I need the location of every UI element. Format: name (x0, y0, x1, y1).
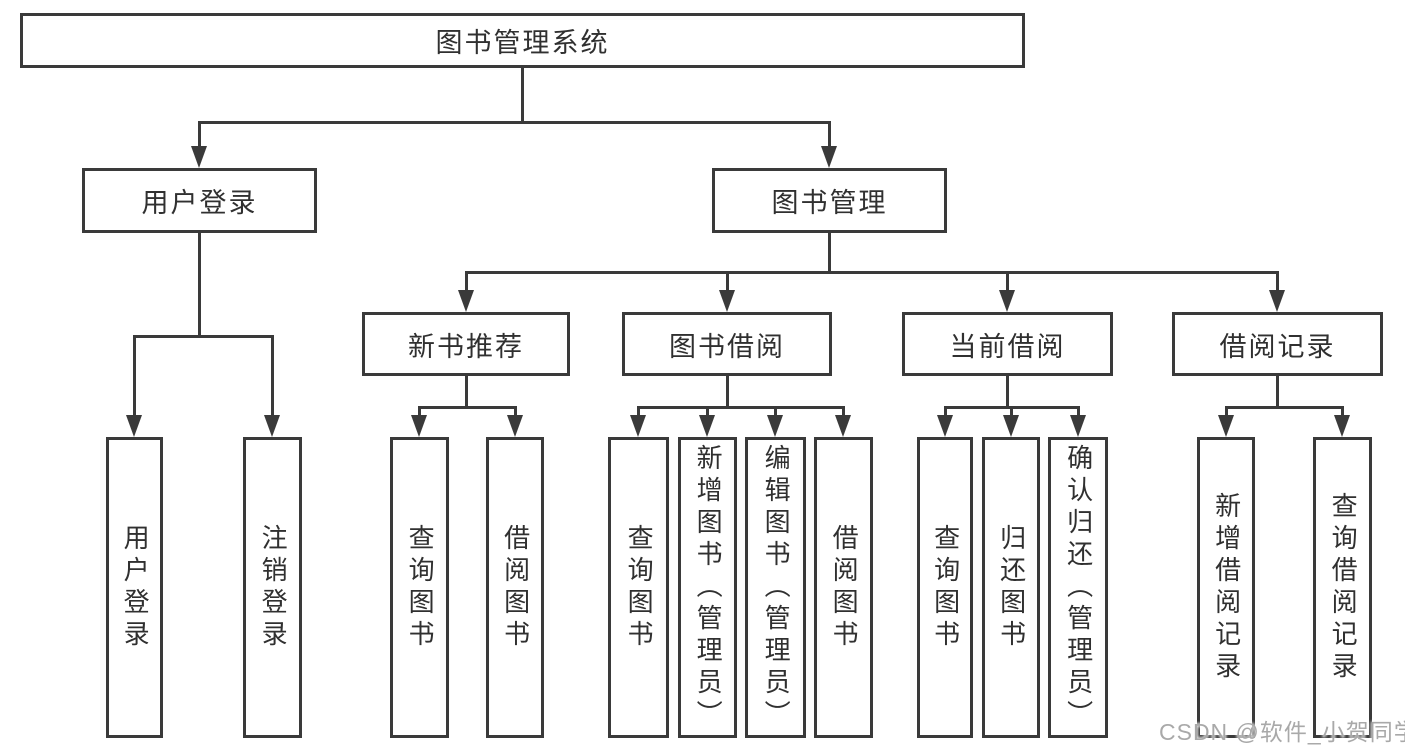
leaf-query-books-borrow-label: 查询图书 (624, 523, 655, 652)
node-current-borrow: 当前借阅 (902, 312, 1113, 376)
arrow-into-leaf-logout (264, 415, 280, 437)
arrow-into-confirm-return-admin (1070, 415, 1086, 437)
arrow-into-current-borrow (999, 290, 1015, 312)
edge-new-book-recommend-branch (418, 406, 517, 409)
leaf-add-borrow-record-label: 新增借阅记录 (1211, 491, 1242, 684)
arrow-into-user-login (191, 146, 207, 168)
node-current-borrow-label: 当前借阅 (949, 331, 1066, 362)
node-new-book-recommend: 新书推荐 (362, 312, 570, 376)
leaf-query-borrow-record-label: 查询借阅记录 (1328, 491, 1359, 684)
arrow-into-borrow-books (835, 415, 851, 437)
arrow-into-book-borrow (719, 290, 735, 312)
arrow-into-add-borrow-record (1218, 415, 1234, 437)
node-new-book-recommend-label: 新书推荐 (408, 331, 524, 362)
leaf-borrow-books-recommend: 借阅图书 (486, 437, 544, 738)
edge-book-management-branch (465, 271, 1279, 274)
edge-drop-leaf-logout (271, 335, 274, 417)
leaf-user-login: 用户登录 (106, 437, 163, 738)
edge-drop-current-borrow (1006, 271, 1009, 293)
arrow-into-leaf-user-login (126, 415, 142, 437)
arrow-into-edit-book-admin (767, 415, 783, 437)
node-book-management-label: 图书管理 (771, 188, 888, 218)
leaf-confirm-return-admin-label: 确认归还（管理员） (1063, 443, 1094, 732)
leaf-query-books-recommend-label: 查询图书 (405, 523, 436, 652)
edge-drop-return-book (1010, 406, 1013, 417)
node-book-borrow-label: 图书借阅 (669, 331, 785, 362)
leaf-logout-label: 注销登录 (258, 523, 289, 652)
edge-new-book-recommend-trunk (465, 376, 468, 409)
edge-drop-leaf-user-login (133, 335, 136, 417)
node-borrow-records-label: 借阅记录 (1219, 331, 1336, 362)
edge-drop-edit-book-admin (774, 406, 777, 417)
edge-user-login-trunk (198, 233, 201, 338)
leaf-return-book-label: 归还图书 (996, 523, 1027, 652)
edge-drop-query-books-current (944, 406, 947, 417)
edge-drop-add-borrow-record (1225, 406, 1228, 417)
arrow-into-book-management (821, 146, 837, 168)
edge-drop-borrow-books (842, 406, 845, 417)
arrow-into-new-book-recommend (458, 290, 474, 312)
node-library-management-system-label: 图书管理系统 (435, 28, 610, 58)
arrow-into-query-books-recommend (411, 415, 427, 437)
arrow-into-query-borrow-record (1334, 415, 1350, 437)
edge-drop-add-book-admin (706, 406, 709, 417)
edge-drop-book-borrow (726, 271, 729, 293)
edge-borrow-records-branch (1225, 406, 1344, 409)
edge-drop-borrow-records (1276, 271, 1279, 293)
watermark: CSDN @软件_小贺同学 (1159, 719, 1405, 745)
edge-drop-query-books-recommend (418, 406, 421, 417)
arrow-into-borrow-records (1269, 290, 1285, 312)
leaf-user-login-label: 用户登录 (120, 523, 151, 652)
leaf-add-book-admin: 新增图书（管理员） (678, 437, 737, 738)
edge-drop-borrow-books-recommend (514, 406, 517, 417)
leaf-add-book-admin-label: 新增图书（管理员） (693, 443, 724, 732)
leaf-borrow-books: 借阅图书 (814, 437, 873, 738)
leaf-query-books-borrow: 查询图书 (608, 437, 669, 738)
leaf-query-books-recommend: 查询图书 (390, 437, 449, 738)
edge-borrow-records-trunk (1276, 376, 1279, 409)
leaf-edit-book-admin-label: 编辑图书（管理员） (761, 443, 792, 732)
leaf-query-books-current: 查询图书 (917, 437, 973, 738)
node-borrow-records: 借阅记录 (1172, 312, 1383, 376)
arrow-into-query-books-current (937, 415, 953, 437)
edge-drop-query-borrow-record (1341, 406, 1344, 417)
arrow-into-borrow-books-recommend (507, 415, 523, 437)
edge-book-management-trunk (828, 233, 831, 274)
node-book-borrow: 图书借阅 (622, 312, 832, 376)
edge-current-borrow-trunk (1006, 376, 1009, 409)
leaf-edit-book-admin: 编辑图书（管理员） (745, 437, 806, 738)
leaf-add-borrow-record: 新增借阅记录 (1197, 437, 1255, 738)
node-user-login: 用户登录 (82, 168, 317, 233)
edge-drop-query-books-borrow (637, 406, 640, 417)
leaf-borrow-books-label: 借阅图书 (829, 523, 860, 652)
edge-drop-confirm-return-admin (1077, 406, 1080, 417)
edge-book-borrow-branch (637, 406, 845, 409)
leaf-confirm-return-admin: 确认归还（管理员） (1048, 437, 1108, 738)
arrow-into-query-books-borrow (630, 415, 646, 437)
edge-root-branch (198, 121, 831, 124)
edge-drop-new-book-recommend (465, 271, 468, 293)
edge-user-login-branch (133, 335, 274, 338)
leaf-borrow-books-recommend-label: 借阅图书 (500, 523, 531, 652)
edge-drop-user-login (198, 121, 201, 149)
edge-root-trunk (521, 68, 524, 122)
node-book-management: 图书管理 (712, 168, 947, 233)
leaf-query-borrow-record: 查询借阅记录 (1313, 437, 1372, 738)
edge-book-borrow-trunk (726, 376, 729, 409)
node-user-login-label: 用户登录 (141, 188, 258, 218)
leaf-query-books-current-label: 查询图书 (930, 523, 961, 652)
edge-drop-book-management (828, 121, 831, 149)
leaf-logout: 注销登录 (243, 437, 302, 738)
node-library-management-system: 图书管理系统 (20, 13, 1025, 68)
leaf-return-book: 归还图书 (982, 437, 1040, 738)
arrow-into-return-book (1003, 415, 1019, 437)
arrow-into-add-book-admin (699, 415, 715, 437)
